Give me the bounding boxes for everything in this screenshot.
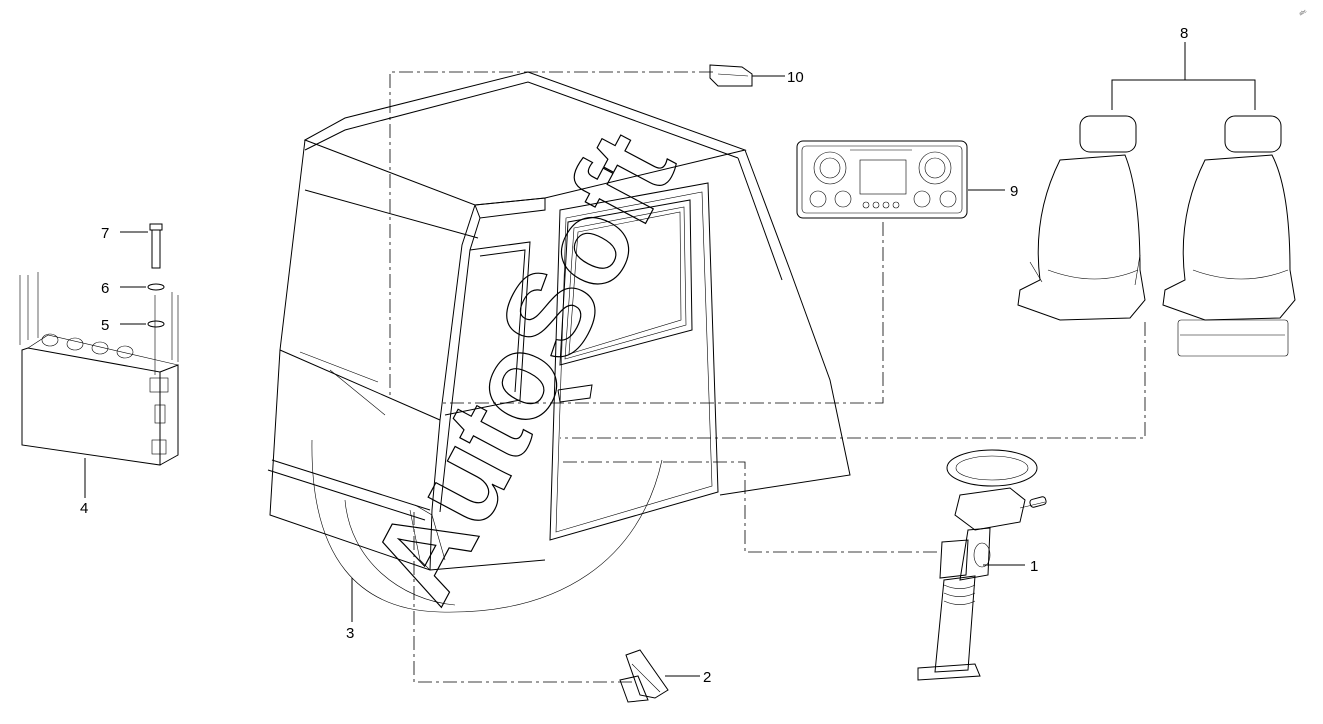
callout-9: 9 xyxy=(1010,183,1018,200)
steering-column xyxy=(917,449,1047,681)
seat-bracket xyxy=(1111,42,1256,110)
callout-1: 1 xyxy=(1030,558,1038,575)
seat-left xyxy=(1017,115,1146,321)
callout-6: 6 xyxy=(101,280,109,297)
watermark-text: AutoSoft xyxy=(345,112,701,622)
callout-7: 7 xyxy=(101,225,109,242)
callout-8: 8 xyxy=(1180,25,1188,42)
callout-10: 10 xyxy=(787,69,804,86)
bolt-7 xyxy=(149,223,163,269)
washer-5 xyxy=(147,320,165,328)
callout-2: 2 xyxy=(703,669,711,686)
callout-5: 5 xyxy=(101,317,109,334)
heater-unit xyxy=(19,272,179,466)
cab-body xyxy=(267,71,851,613)
seat-right xyxy=(1162,115,1296,357)
callout-leaders xyxy=(84,75,1025,677)
callout-4: 4 xyxy=(80,500,88,517)
switch-module xyxy=(709,64,753,87)
instrument-panel xyxy=(796,140,968,219)
leader-lines xyxy=(389,71,1146,683)
watermark: AutoSoft xyxy=(344,111,701,622)
pedal-assembly xyxy=(619,649,669,703)
corner-mark: ᵃᵇᶜ xyxy=(1298,9,1309,19)
callout-3: 3 xyxy=(346,625,354,642)
washer-6 xyxy=(147,283,165,291)
